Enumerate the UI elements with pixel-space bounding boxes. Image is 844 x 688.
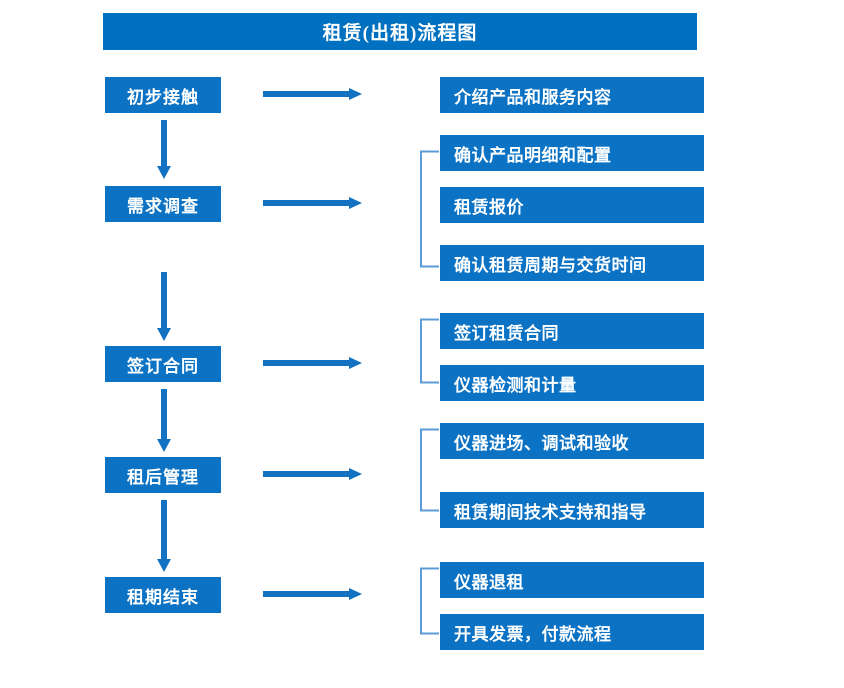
detail-box-sign-rental-contract[interactable]: 签订租赁合同 xyxy=(440,313,704,349)
right-arrow-icon-2 xyxy=(263,197,363,209)
right-arrow-icon-4 xyxy=(263,468,363,480)
stage-box-needs-survey[interactable]: 需求调查 xyxy=(105,186,221,222)
detail-box-confirm-specs[interactable]: 确认产品明细和配置 xyxy=(440,135,704,171)
detail-box-technical-support[interactable]: 租赁期间技术支持和指导 xyxy=(440,492,704,528)
down-arrow-icon-4 xyxy=(157,500,171,573)
down-arrow-icon-3 xyxy=(157,389,171,453)
detail-box-confirm-period-delivery[interactable]: 确认租赁周期与交货时间 xyxy=(440,245,704,281)
group-bracket-rental-end xyxy=(418,567,440,635)
right-arrow-icon-3 xyxy=(263,357,363,369)
down-arrow-icon-1 xyxy=(157,120,171,180)
detail-box-instrument-return[interactable]: 仪器退租 xyxy=(440,562,704,598)
page-title: 租赁(出租)流程图 xyxy=(103,13,697,50)
stage-box-post-rental-mgmt[interactable]: 租后管理 xyxy=(105,457,221,493)
detail-box-instrument-onsite-commission[interactable]: 仪器进场、调试和验收 xyxy=(440,423,704,459)
group-bracket-needs-survey xyxy=(418,150,440,268)
right-arrow-icon-1 xyxy=(263,88,363,100)
group-bracket-post-rental-mgmt xyxy=(418,428,440,512)
stage-box-rental-end[interactable]: 租期结束 xyxy=(105,577,221,613)
stage-box-sign-contract[interactable]: 签订合同 xyxy=(105,346,221,382)
detail-box-invoice-payment[interactable]: 开具发票，付款流程 xyxy=(440,614,704,650)
stage-box-initial-contact[interactable]: 初步接触 xyxy=(105,77,221,113)
detail-box-instrument-inspection[interactable]: 仪器检测和计量 xyxy=(440,365,704,401)
group-bracket-sign-contract xyxy=(418,318,440,384)
detail-box-introduce-products[interactable]: 介绍产品和服务内容 xyxy=(440,77,704,113)
right-arrow-icon-5 xyxy=(263,588,363,600)
down-arrow-icon-2 xyxy=(157,272,171,342)
detail-box-rental-quote[interactable]: 租赁报价 xyxy=(440,187,704,223)
